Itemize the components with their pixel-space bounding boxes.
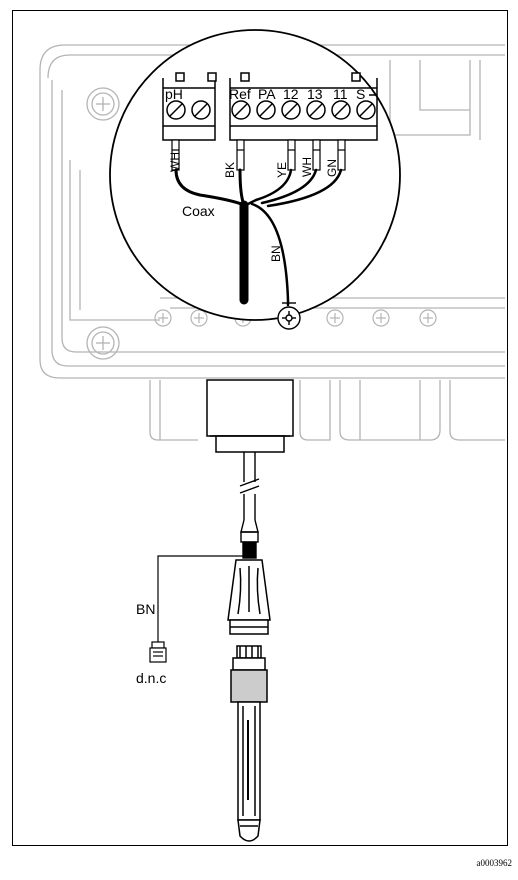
ph-electrode xyxy=(230,645,268,842)
figure-frame xyxy=(12,10,508,846)
reference-code: a0003962 xyxy=(476,858,513,868)
wires xyxy=(174,168,343,307)
terminal-block-main xyxy=(229,72,378,141)
bn-lead xyxy=(149,555,243,663)
housing-screw-bottom xyxy=(86,326,120,360)
terminal-label-13: 13 xyxy=(307,86,323,102)
sensor-label-dnc: d.n.c xyxy=(136,670,166,686)
wire-label-bk: BK xyxy=(223,162,237,178)
wire-label-ye: YE xyxy=(275,162,289,178)
terminal-label-11: 11 xyxy=(333,86,348,102)
ground-screw xyxy=(277,302,301,330)
terminal-label-ref: Ref xyxy=(229,86,251,102)
cable-gland xyxy=(206,379,294,453)
wire-ferrules xyxy=(171,139,346,171)
sensor-connector xyxy=(227,559,271,635)
sensor-cable xyxy=(239,452,260,559)
terminal-label-s: S xyxy=(356,86,365,102)
wire-label-bn-inner: BN xyxy=(269,245,283,262)
terminal-block-ph xyxy=(162,72,217,141)
wire-label-gn: GN xyxy=(325,159,339,177)
sensor-label-bn: BN xyxy=(136,601,155,617)
terminal-label-12: 12 xyxy=(283,86,299,102)
wire-label-wh: WH xyxy=(300,157,314,177)
housing-screw-top xyxy=(86,87,120,121)
terminal-label-ph: pH xyxy=(165,86,183,102)
detail-magnifier xyxy=(109,29,401,321)
bn-wire-inner xyxy=(250,202,290,307)
wire-label-wh-ph: WH xyxy=(168,152,182,172)
cable-label-coax: Coax xyxy=(182,203,215,219)
terminal-label-pa: PA xyxy=(258,86,276,102)
